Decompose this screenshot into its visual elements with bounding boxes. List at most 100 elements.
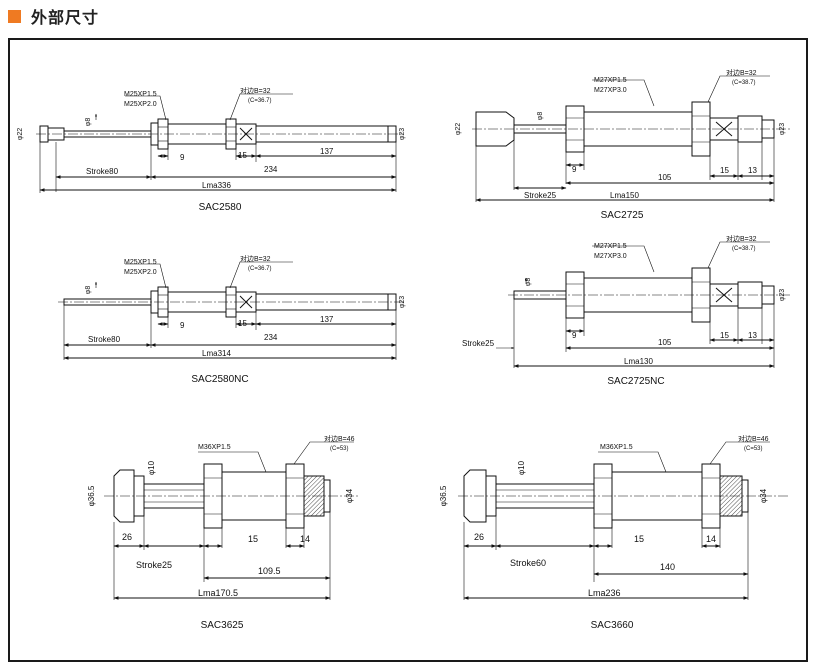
drawing-sac2725nc xyxy=(496,241,790,368)
dia-right-label: φ34 xyxy=(759,488,768,503)
dim-label: 15 xyxy=(238,151,247,160)
drawing-sac3625 xyxy=(104,441,360,600)
flats-value: B=32 xyxy=(254,256,271,263)
dia-left-label: φ22 xyxy=(17,128,24,140)
dia-rod-label: φ8 xyxy=(85,286,92,295)
dim-label: 140 xyxy=(660,562,675,572)
flats-value: B=32 xyxy=(740,236,757,243)
dia-right-label: φ23 xyxy=(399,296,406,308)
dim-label: 109.5 xyxy=(258,566,281,576)
sheet-border xyxy=(8,38,808,662)
dim-label: 13 xyxy=(748,166,757,175)
thread-label: M27XP3.0 xyxy=(594,87,627,94)
drawing-sac2580nc xyxy=(58,261,404,360)
flats-prefix: 对边 xyxy=(324,434,338,443)
flats-value: B=46 xyxy=(752,436,769,443)
label-layer: M25XP1.5 M25XP2.0 对边B=32 (C=36.7) φ22 φ8… xyxy=(17,68,786,631)
model-name: SAC2725NC xyxy=(607,376,664,387)
dim-label: 105 xyxy=(658,173,672,182)
drawing-sac2580 xyxy=(36,93,404,193)
model-name: SAC3625 xyxy=(201,620,244,631)
stroke-label: Stroke25 xyxy=(462,339,495,348)
flats-label: 对边B=46 xyxy=(738,434,769,443)
drawing-sheet: M25XP1.5 M25XP2.0 对边B=32 (C=36.7) φ22 φ8… xyxy=(8,38,808,662)
tail-cap xyxy=(387,125,397,143)
dia-left-label: φ36.5 xyxy=(439,485,448,506)
lma-label: Lma336 xyxy=(202,181,231,190)
tail-cap xyxy=(323,479,331,513)
model-name: SAC2580NC xyxy=(191,374,248,385)
dia-rod-label: φ8 xyxy=(537,112,544,121)
dim-label: 15 xyxy=(720,166,729,175)
dim-label: 15 xyxy=(248,534,258,544)
thread-label: M25XP2.0 xyxy=(124,101,157,108)
dia-rod-label: φ10 xyxy=(147,460,156,475)
tail-cap xyxy=(761,119,775,139)
lma-label: Lma130 xyxy=(624,357,653,366)
stroke-label: Stroke80 xyxy=(88,335,121,344)
flats-value: B=32 xyxy=(254,88,271,95)
dia-rod-label: φ10 xyxy=(517,460,526,475)
flats-prefix: 对边 xyxy=(726,68,740,77)
tail-cap xyxy=(761,285,775,305)
dia-right-label: φ23 xyxy=(779,289,786,301)
flats-value: B=46 xyxy=(338,436,355,443)
flats-value: B=32 xyxy=(740,70,757,77)
flats-prefix: 对边 xyxy=(738,434,752,443)
dim-label: 9 xyxy=(180,153,185,162)
dia-right-label: φ34 xyxy=(345,488,354,503)
flats-label: 对边B=32 xyxy=(726,68,757,77)
dim-label: 9 xyxy=(180,321,185,330)
dia-left-label: φ22 xyxy=(455,123,462,135)
dia-rod-label: φ8 xyxy=(525,278,532,287)
stroke-label: Stroke25 xyxy=(136,560,172,570)
dia-rod-label: φ8 xyxy=(85,118,92,127)
flats-prefix: 对边 xyxy=(240,86,254,95)
thread-label: M27XP3.0 xyxy=(594,253,627,260)
section-title: 外部尺寸 xyxy=(31,8,100,27)
end-cap xyxy=(113,469,135,523)
thread-label: M27XP1.5 xyxy=(594,77,627,84)
stroke-label: Stroke25 xyxy=(524,191,557,200)
dim-label: 137 xyxy=(320,315,334,324)
flats-prefix: 对边 xyxy=(240,254,254,263)
model-name: SAC3660 xyxy=(591,620,634,631)
thread-label: M36XP1.5 xyxy=(600,444,633,451)
cylinder-tube xyxy=(303,475,325,517)
dia-left-label: φ36.5 xyxy=(87,485,96,506)
tail-cap xyxy=(741,479,749,513)
flats-label: 对边B=32 xyxy=(240,254,271,263)
flats-sub-label: (C=38.7) xyxy=(732,80,756,86)
dim-label: 13 xyxy=(748,331,757,340)
dim-label: 26 xyxy=(474,532,484,542)
dim-label: 15 xyxy=(634,534,644,544)
thread-label: M25XP1.5 xyxy=(124,91,157,98)
dim-label: 14 xyxy=(706,534,716,544)
thread-label: M36XP1.5 xyxy=(198,444,231,451)
thread-label: M25XP1.5 xyxy=(124,259,157,266)
dim-label: 26 xyxy=(122,532,132,542)
dim-label: 234 xyxy=(264,165,278,174)
flats-sub-label: (C=36.7) xyxy=(248,266,272,272)
dim-label: 15 xyxy=(720,331,729,340)
model-name: SAC2580 xyxy=(199,202,242,213)
thread-label: M25XP2.0 xyxy=(124,269,157,276)
thread-label: M27XP1.5 xyxy=(594,243,627,250)
lma-label: Lma150 xyxy=(610,191,639,200)
flats-prefix: 对边 xyxy=(726,234,740,243)
dim-label: 234 xyxy=(264,333,278,342)
dim-label: 14 xyxy=(300,534,310,544)
flats-label: 对边B=46 xyxy=(324,434,355,443)
tail-cap xyxy=(387,293,397,311)
flats-sub-label: (C=38.7) xyxy=(732,246,756,252)
drawing-canvas: M25XP1.5 M25XP2.0 对边B=32 (C=36.7) φ22 φ8… xyxy=(8,38,808,662)
section-marker-icon xyxy=(8,9,21,23)
flats-label: 对边B=32 xyxy=(240,86,271,95)
drawing-sac3660 xyxy=(458,441,788,600)
lma-label: Lma170.5 xyxy=(198,588,238,598)
stroke-label: Stroke60 xyxy=(510,558,546,568)
end-cap xyxy=(463,469,487,523)
dia-right-label: φ23 xyxy=(779,123,786,135)
flats-sub-label: (C=36.7) xyxy=(248,98,272,104)
flats-sub-label: (C=53) xyxy=(330,446,349,452)
